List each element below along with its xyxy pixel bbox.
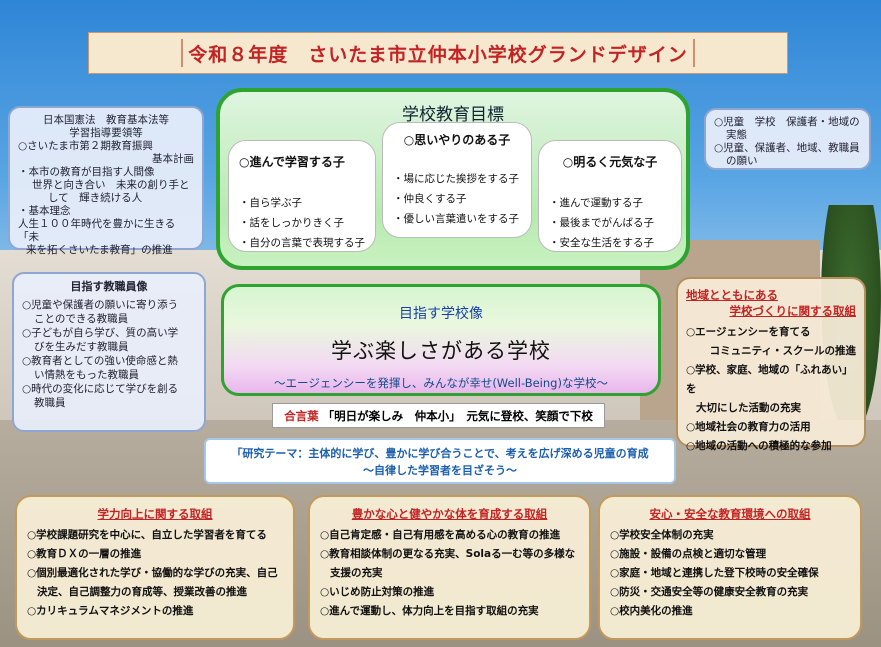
school-vision-sub: ～エージェンシーを発揮し、みんなが幸せ(Well-Being)な学校～: [274, 376, 608, 390]
safety-item: ○学校安全体制の充実: [610, 529, 714, 541]
community-efforts-box: 地域とともにある 学校づくりに関する取組 ○エージェンシーを育てる コミュニティ…: [676, 277, 866, 452]
academic-item: 決定、自己調整力の育成等、授業改善の推進: [37, 586, 247, 598]
goal-card-heading: ○思いやりのある子: [403, 133, 511, 147]
context-line: 実態: [726, 129, 747, 141]
community-item: ○地域社会の教育力の活用: [686, 421, 811, 433]
academic-item: ○個別最適化された学び・協働的な学びの充実、自己: [27, 567, 278, 579]
education-goal-panel: 学校教育目標 ○進んで学習する子 ・自ら学ぶ子 ・話をしっかりきく子 ・自分の言…: [216, 88, 690, 270]
motto-label: 合言葉: [284, 408, 319, 423]
teacher-item: ○児童や保護者の願いに寄り添う: [22, 299, 179, 311]
goal-card-item: ・進んで運動する子: [549, 197, 643, 209]
safety-item: ○防災・交通安全等の健康安全教育の充実: [610, 586, 809, 598]
legal-line: 来を拓くさいたま教育」の推進: [26, 244, 173, 256]
research-theme-subline: ～自律した学習者を目ざそう～: [363, 464, 517, 477]
context-line: ○児童、保護者、地域、教職員: [714, 142, 860, 154]
legal-line: ・本市の教育が目指す人間像: [18, 166, 155, 178]
teacher-item: ことのできる教職員: [34, 313, 129, 325]
heart-body-item: 支援の充実: [330, 567, 383, 579]
research-theme-box: 「研究テーマ：主体的に学び、豊かに学び合うことで、考えを広げ深める児童の育成 ～…: [204, 438, 676, 484]
academic-item: ○カリキュラムマネジメントの推進: [27, 605, 194, 617]
page-title: 令和８年度 さいたま市立仲本小学校グランドデザイン: [188, 43, 688, 66]
academic-efforts-title: 学力向上に関する取組: [97, 507, 213, 521]
safety-item: ○校内美化の推進: [610, 605, 693, 617]
context-line: ○児童 学校 保護者・地域の: [714, 116, 860, 128]
goal-card-item: ・自分の言葉で表現する子: [239, 237, 365, 249]
goal-card-item: ・場に応じた挨拶をする子: [393, 173, 519, 185]
community-item: 大切にした活動の充実: [696, 402, 801, 414]
teacher-item: ○時代の変化に応じて学びを創る: [22, 383, 179, 395]
title-divider-right: [693, 39, 695, 67]
context-line: の願い: [726, 155, 758, 167]
legal-line: 学習指導要領等: [69, 127, 143, 139]
academic-item: ○教育ＤＸの一層の推進: [27, 548, 142, 560]
heart-body-item: ○いじめ防止対策の推進: [320, 586, 435, 598]
heart-body-item: ○進んで運動し、体力向上を目指す取組の充実: [320, 605, 539, 617]
motto-text: 「明日が楽しみ 仲本小」 元気に登校、笑顔で下校: [322, 408, 593, 423]
goal-card-item: ・話をしっかりきく子: [239, 217, 344, 229]
title-banner: 令和８年度 さいたま市立仲本小学校グランドデザイン: [88, 32, 788, 74]
goal-card-kindness: ○思いやりのある子 ・場に応じた挨拶をする子 ・仲良くする子 ・優しい言葉遣いを…: [382, 122, 532, 238]
community-item: コミュニティ・スクールの推進: [709, 345, 856, 357]
teacher-item: びを生みだす教職員: [34, 341, 129, 353]
legal-line: 人生１００年時代を豊かに生きる「未: [18, 218, 176, 243]
legal-line: して 輝き続ける人: [48, 192, 143, 204]
teacher-ideal-box: 目指す教職員像 ○児童や保護者の願いに寄り添う ことのできる教職員 ○子どもが自…: [12, 272, 206, 432]
teacher-item: ○子どもが自ら学び、質の高い学: [22, 327, 179, 339]
academic-efforts-card: 学力向上に関する取組 ○学校課題研究を中心に、自立した学習者を育てる ○教育ＤＸ…: [15, 495, 295, 640]
teacher-ideal-title: 目指す教職員像: [70, 280, 148, 293]
title-divider-left: [181, 39, 183, 67]
heart-body-efforts-title: 豊かな心と健やかな体を育成する取組: [351, 507, 548, 521]
legal-line: 基本計画: [152, 153, 194, 165]
context-box: ○児童 学校 保護者・地域の 実態 ○児童、保護者、地域、教職員 の願い: [704, 108, 871, 170]
school-vision-main: 学ぶ楽しさがある学校: [331, 339, 551, 363]
goal-card-item: ・優しい言葉遣いをする子: [393, 213, 519, 225]
academic-item: ○学校課題研究を中心に、自立した学習者を育てる: [27, 529, 267, 541]
safety-efforts-title: 安心・安全な教育環境への取組: [649, 507, 811, 521]
goal-card-item: ・安全な生活をする子: [549, 237, 654, 249]
goal-card-energetic: ○明るく元気な子 ・進んで運動する子 ・最後までがんばる子 ・安全な生活をする子: [538, 140, 682, 252]
legal-line: ・基本理念: [18, 205, 71, 217]
goal-card-heading: ○進んで学習する子: [239, 155, 345, 169]
community-title-line1: 地域とともにある: [686, 288, 778, 302]
goal-card-heading: ○明るく元気な子: [562, 155, 658, 169]
goal-card-item: ・仲良くする子: [393, 193, 467, 205]
legal-line: ○さいたま市第２期教育振興: [18, 140, 153, 152]
community-item: ○学校、家庭、地域の「ふれあい」を: [686, 364, 853, 395]
community-title-line2: 学校づくりに関する取組: [729, 304, 857, 318]
heart-body-item: ○教育相談体制の更なる充実、Solaる一む等の多様な: [320, 548, 576, 560]
legal-line: 日本国憲法 教育基本法等: [43, 114, 169, 126]
heart-body-item: ○自己肯定感・自己有用感を高める心の教育の推進: [320, 529, 561, 541]
safety-item: ○施設・設備の点検と適切な管理: [610, 548, 767, 560]
community-item: ○地域の活動への積極的な参加: [686, 440, 832, 452]
legal-line: 世界と向き合い 未来の創り手と: [32, 179, 190, 191]
education-goal-title: 学校教育目標: [402, 105, 504, 125]
school-vision-label: 目指す学校像: [399, 306, 483, 322]
school-vision-panel: 目指す学校像 学ぶ楽しさがある学校 ～エージェンシーを発揮し、みんなが幸せ(We…: [221, 284, 661, 396]
teacher-item: い情熱をもった教職員: [34, 369, 139, 381]
motto-box: 合言葉 「明日が楽しみ 仲本小」 元気に登校、笑顔で下校: [272, 403, 605, 428]
heart-body-efforts-card: 豊かな心と健やかな体を育成する取組 ○自己肯定感・自己有用感を高める心の教育の推…: [308, 495, 591, 640]
goal-card-item: ・最後までがんばる子: [549, 217, 654, 229]
goal-card-learning: ○進んで学習する子 ・自ら学ぶ子 ・話をしっかりきく子 ・自分の言葉で表現する子: [228, 140, 376, 252]
safety-efforts-card: 安心・安全な教育環境への取組 ○学校安全体制の充実 ○施設・設備の点検と適切な管…: [598, 495, 862, 640]
teacher-item: 教職員: [34, 397, 66, 409]
safety-item: ○家庭・地域と連携した登下校時の安全確保: [610, 567, 819, 579]
legal-basis-box: 日本国憲法 教育基本法等 学習指導要領等 ○さいたま市第２期教育振興 基本計画 …: [8, 106, 204, 256]
research-theme-line: 「研究テーマ：主体的に学び、豊かに学び合うことで、考えを広げ深める児童の育成: [231, 447, 649, 460]
community-item: ○エージェンシーを育てる: [686, 326, 811, 338]
goal-card-item: ・自ら学ぶ子: [239, 197, 302, 209]
teacher-item: ○教育者としての強い使命感と熱: [22, 355, 178, 367]
